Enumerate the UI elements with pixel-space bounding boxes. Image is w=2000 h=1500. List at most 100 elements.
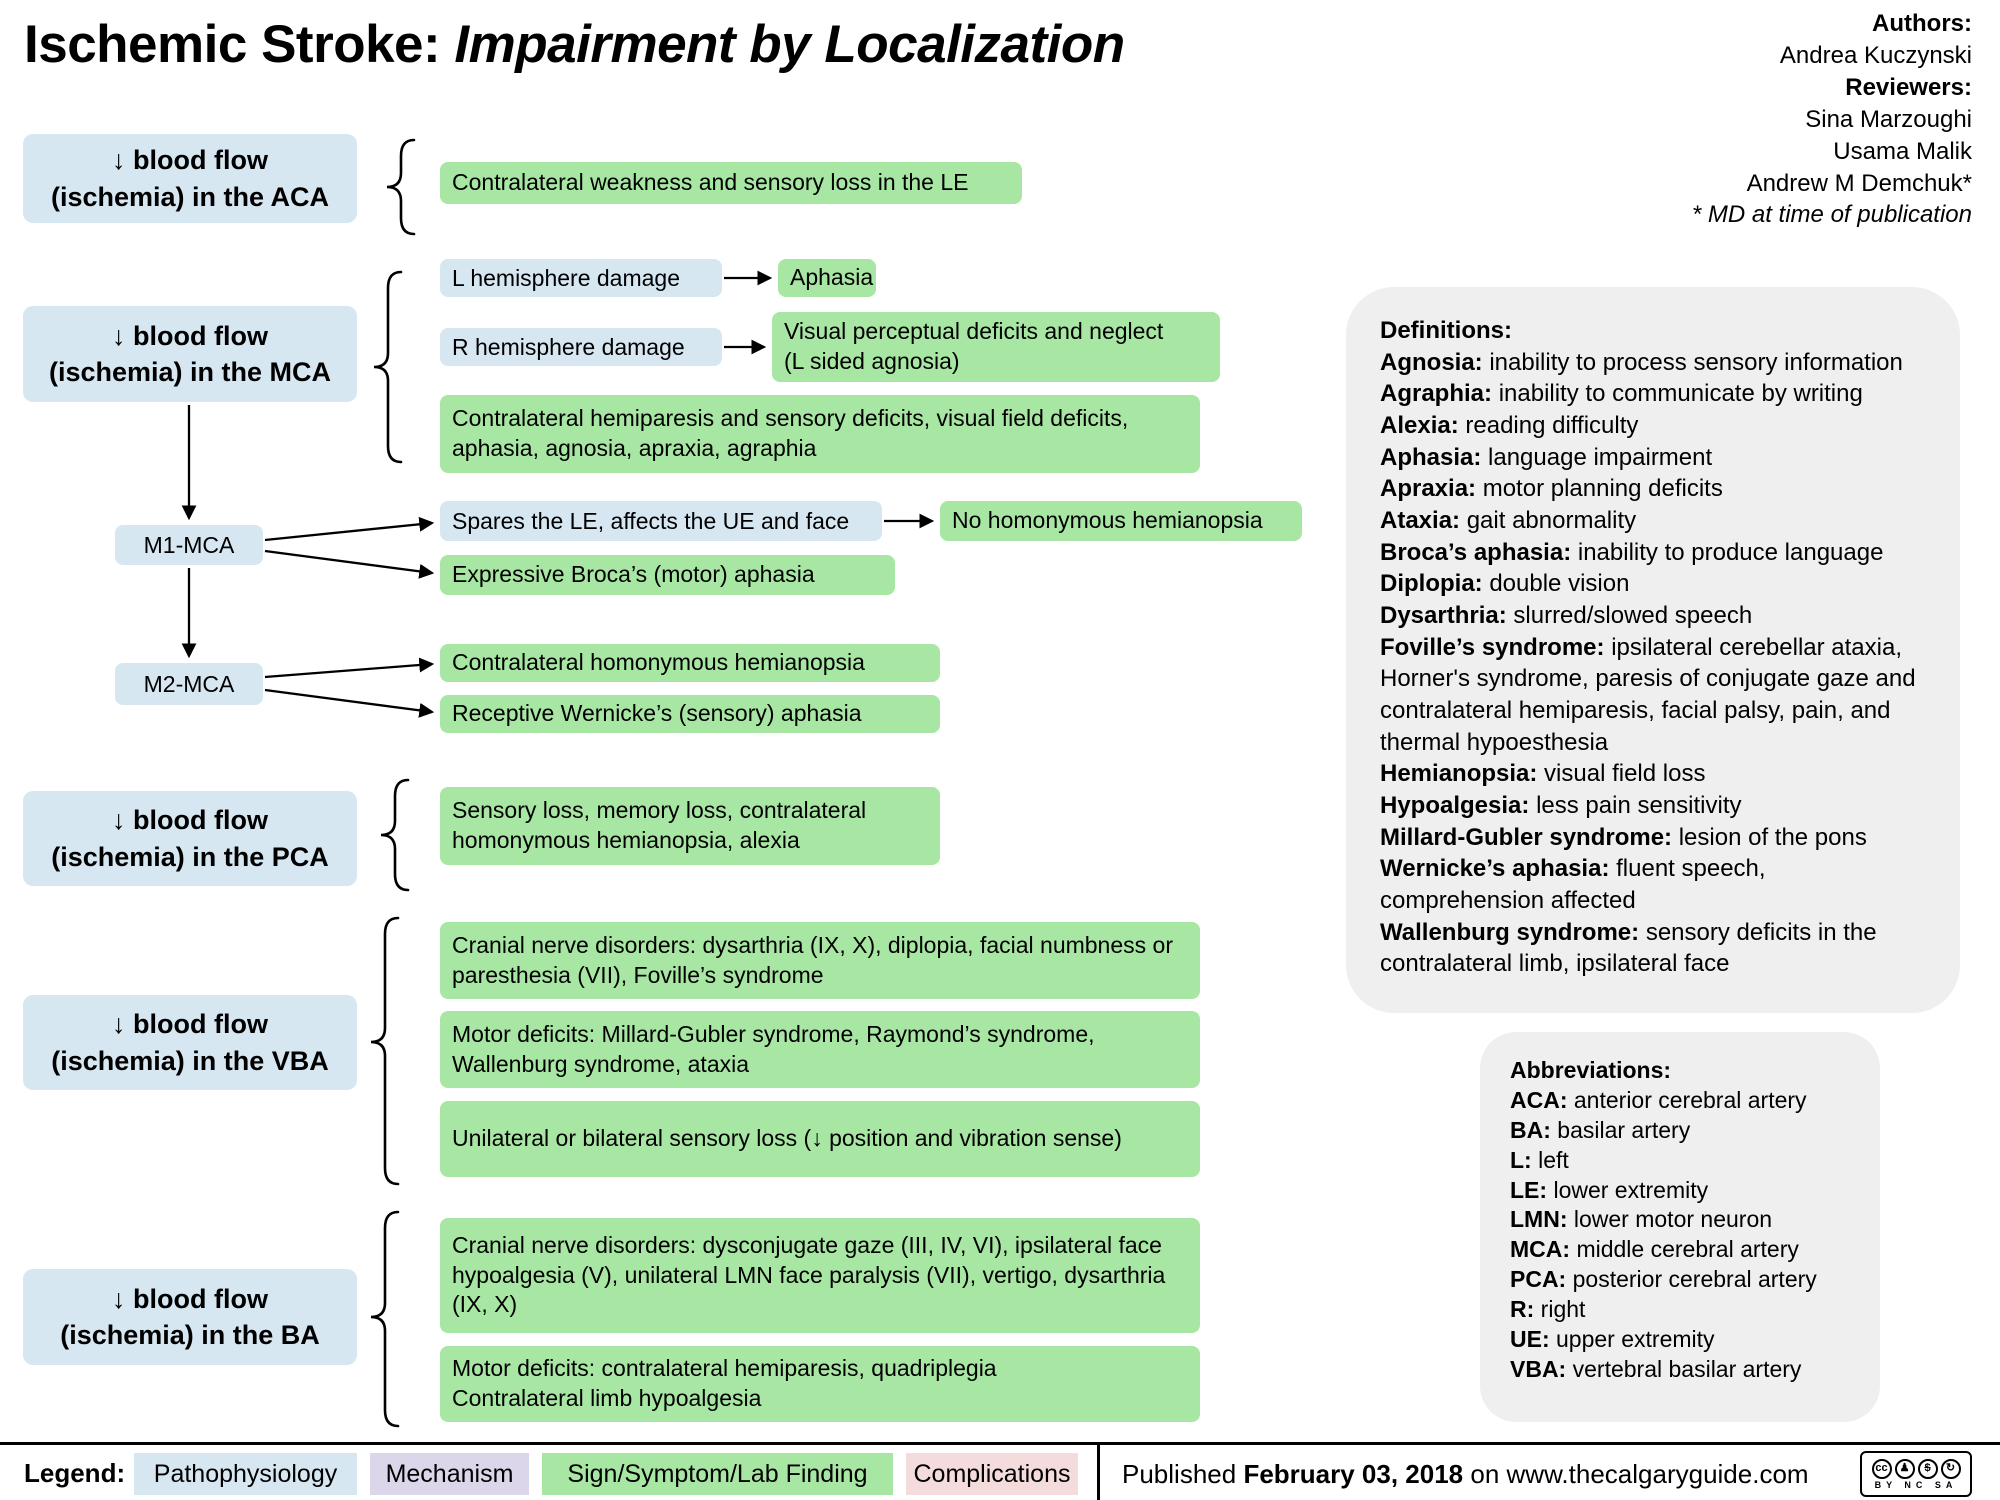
- node-pca: ↓ blood flow (ischemia) in the PCA: [23, 791, 357, 886]
- published-date: February 03, 2018: [1243, 1459, 1464, 1489]
- site-url: www.thecalgaryguide.com: [1506, 1459, 1809, 1489]
- abbreviation-term: MCA:: [1510, 1236, 1571, 1263]
- abbreviation-text: middle cerebral artery: [1576, 1236, 1799, 1263]
- node-m1-mca: M1-MCA: [115, 525, 263, 565]
- node-r-hemisphere-label: R hemisphere damage: [452, 333, 685, 360]
- definition-text: lesion of the pons: [1678, 823, 1867, 851]
- definition-item: Millard-Gubler syndrome: lesion of the p…: [1380, 822, 1926, 854]
- sign-vba-cranial-label: Cranial nerve disorders: dysarthria (IX,…: [452, 931, 1173, 988]
- brace-ba: [370, 1210, 400, 1428]
- definition-item: Ataxia: gait abnormality: [1380, 505, 1926, 537]
- cc-license-badge: cc ♟ $ ↻ BY NC SA: [1860, 1451, 1972, 1497]
- definition-text: slurred/slowed speech: [1513, 602, 1753, 630]
- brace-aca: [386, 138, 416, 236]
- sign-mca-deficits-label: Contralateral hemiparesis and sensory de…: [452, 405, 1129, 461]
- arrow-m2-to-wernicke: [264, 688, 435, 718]
- abbreviation-term: LMN:: [1510, 1206, 1568, 1233]
- abbreviation-text: basilar artery: [1557, 1116, 1691, 1143]
- legend-item-complications: Complications: [906, 1453, 1078, 1495]
- node-m1-spares: Spares the LE, affects the UE and face: [440, 501, 882, 541]
- definition-text: motor planning deficits: [1482, 475, 1723, 503]
- node-m1-spares-label: Spares the LE, affects the UE and face: [452, 507, 850, 534]
- node-l-hemisphere: L hemisphere damage: [440, 259, 722, 297]
- title-emphasis: Impairment by Localization: [454, 15, 1125, 74]
- definitions-heading: Definitions:: [1380, 317, 1512, 344]
- node-mca: ↓ blood flow (ischemia) in the MCA: [23, 306, 357, 402]
- sign-no-hemianopsia: No homonymous hemianopsia: [940, 501, 1302, 541]
- brace-vba: [370, 916, 400, 1186]
- sign-wernicke-aphasia-label: Receptive Wernicke’s (sensory) aphasia: [452, 700, 862, 727]
- footer-bar: Legend: Pathophysiology Mechanism Sign/S…: [0, 1442, 2000, 1500]
- reviewer-name: Usama Malik: [1833, 137, 1972, 165]
- abbreviation-term: L:: [1510, 1146, 1532, 1173]
- abbreviation-item: L: left: [1510, 1146, 1850, 1176]
- definition-term: Wernicke’s aphasia:: [1380, 855, 1610, 883]
- definition-text: ipsilateral cerebellar ataxia, Horner's …: [1380, 633, 1916, 756]
- sign-vba-sensory-label: Unilateral or bilateral sensory loss (↓ …: [452, 1125, 1122, 1152]
- definition-item: Foville’s syndrome: ipsilateral cerebell…: [1380, 632, 1926, 759]
- legend-item-sign-symptom: Sign/Symptom/Lab Finding: [542, 1453, 893, 1495]
- node-aca-label: ↓ blood flow (ischemia) in the ACA: [50, 145, 330, 212]
- definition-item: Hypoalgesia: less pain sensitivity: [1380, 790, 1926, 822]
- definition-term: Agraphia:: [1380, 380, 1493, 408]
- abbreviation-term: VBA:: [1510, 1355, 1567, 1382]
- sign-ba-motor-label: Motor deficits: contralateral hemiparesi…: [452, 1355, 997, 1411]
- node-ba: ↓ blood flow (ischemia) in the BA: [23, 1269, 357, 1365]
- sign-ba-motor: Motor deficits: contralateral hemiparesi…: [440, 1346, 1200, 1422]
- node-pca-label: ↓ blood flow (ischemia) in the PCA: [51, 805, 329, 872]
- abbreviation-item: LE: lower extremity: [1510, 1176, 1850, 1206]
- definition-term: Broca’s aphasia:: [1380, 538, 1572, 566]
- definition-term: Diplopia:: [1380, 570, 1483, 598]
- sign-ba-cranial-label: Cranial nerve disorders: dysconjugate ga…: [452, 1231, 1166, 1318]
- cc-icon-row: cc ♟ $ ↻: [1871, 1458, 1961, 1479]
- sign-broca-aphasia: Expressive Broca’s (motor) aphasia: [440, 555, 895, 595]
- abbreviation-term: PCA:: [1510, 1266, 1567, 1293]
- credits-block: Authors: Andrea Kuczynski Reviewers: Sin…: [1692, 8, 1972, 231]
- node-vba-label: ↓ blood flow (ischemia) in the VBA: [51, 1009, 329, 1076]
- brace-mca: [373, 270, 403, 464]
- abbreviation-item: LMN: lower motor neuron: [1510, 1205, 1850, 1235]
- definition-item: Hemianopsia: visual field loss: [1380, 758, 1926, 790]
- published-prefix: Published: [1122, 1459, 1237, 1489]
- definition-item: Apraxia: motor planning deficits: [1380, 473, 1926, 505]
- legend-divider: [1097, 1445, 1100, 1500]
- arrow-m1-to-spares: [264, 516, 435, 542]
- definition-item: Wallenburg syndrome: sensory deficits in…: [1380, 917, 1926, 980]
- legend-item-label: Sign/Symptom/Lab Finding: [567, 1459, 868, 1488]
- sign-visual-neglect: Visual perceptual deficits and neglect (…: [772, 312, 1220, 382]
- definition-item: Alexia: reading difficulty: [1380, 410, 1926, 442]
- node-r-hemisphere: R hemisphere damage: [440, 328, 722, 366]
- sign-wernicke-aphasia: Receptive Wernicke’s (sensory) aphasia: [440, 695, 940, 733]
- definition-text: inability to communicate by writing: [1498, 380, 1863, 408]
- definition-text: language impairment: [1488, 443, 1713, 471]
- sign-vba-cranial: Cranial nerve disorders: dysarthria (IX,…: [440, 922, 1200, 999]
- abbreviation-text: posterior cerebral artery: [1572, 1266, 1817, 1293]
- abbreviation-item: VBA: vertebral basilar artery: [1510, 1355, 1850, 1385]
- sign-vba-sensory: Unilateral or bilateral sensory loss (↓ …: [440, 1101, 1200, 1177]
- node-mca-label: ↓ blood flow (ischemia) in the MCA: [48, 320, 332, 387]
- definition-text: double vision: [1489, 570, 1630, 598]
- abbreviations-heading: Abbreviations:: [1510, 1057, 1672, 1083]
- abbreviations-panel: Abbreviations: ACA: anterior cerebral ar…: [1480, 1032, 1880, 1422]
- legend-label: Legend:: [24, 1458, 126, 1488]
- definition-item: Wernicke’s aphasia: fluent speech, compr…: [1380, 853, 1926, 916]
- node-m2-mca: M2-MCA: [115, 663, 263, 705]
- abbreviation-item: MCA: middle cerebral artery: [1510, 1235, 1850, 1265]
- definition-term: Ataxia:: [1380, 507, 1461, 535]
- abbreviation-term: R:: [1510, 1296, 1535, 1323]
- definition-term: Hypoalgesia:: [1380, 792, 1530, 820]
- reviewer-name: Andrew M Demchuk*: [1746, 169, 1972, 197]
- cc-labels: BY NC SA: [1874, 1479, 1958, 1490]
- sign-pca: Sensory loss, memory loss, contralateral…: [440, 787, 940, 865]
- sign-broca-aphasia-label: Expressive Broca’s (motor) aphasia: [452, 561, 815, 588]
- sign-vba-motor: Motor deficits: Millard-Gubler syndrome,…: [440, 1011, 1200, 1088]
- definition-text: gait abnormality: [1466, 507, 1637, 535]
- sign-aca-label: Contralateral weakness and sensory loss …: [452, 169, 969, 196]
- legend-item-mechanism: Mechanism: [370, 1453, 529, 1495]
- abbreviation-term: ACA:: [1510, 1086, 1568, 1113]
- abbreviation-term: BA:: [1510, 1116, 1551, 1143]
- definition-text: fluent speech, comprehension affected: [1380, 855, 1766, 915]
- reviewers-label: Reviewers:: [1845, 73, 1972, 101]
- definition-item: Agraphia: inability to communicate by wr…: [1380, 378, 1926, 410]
- abbreviation-item: R: right: [1510, 1295, 1850, 1325]
